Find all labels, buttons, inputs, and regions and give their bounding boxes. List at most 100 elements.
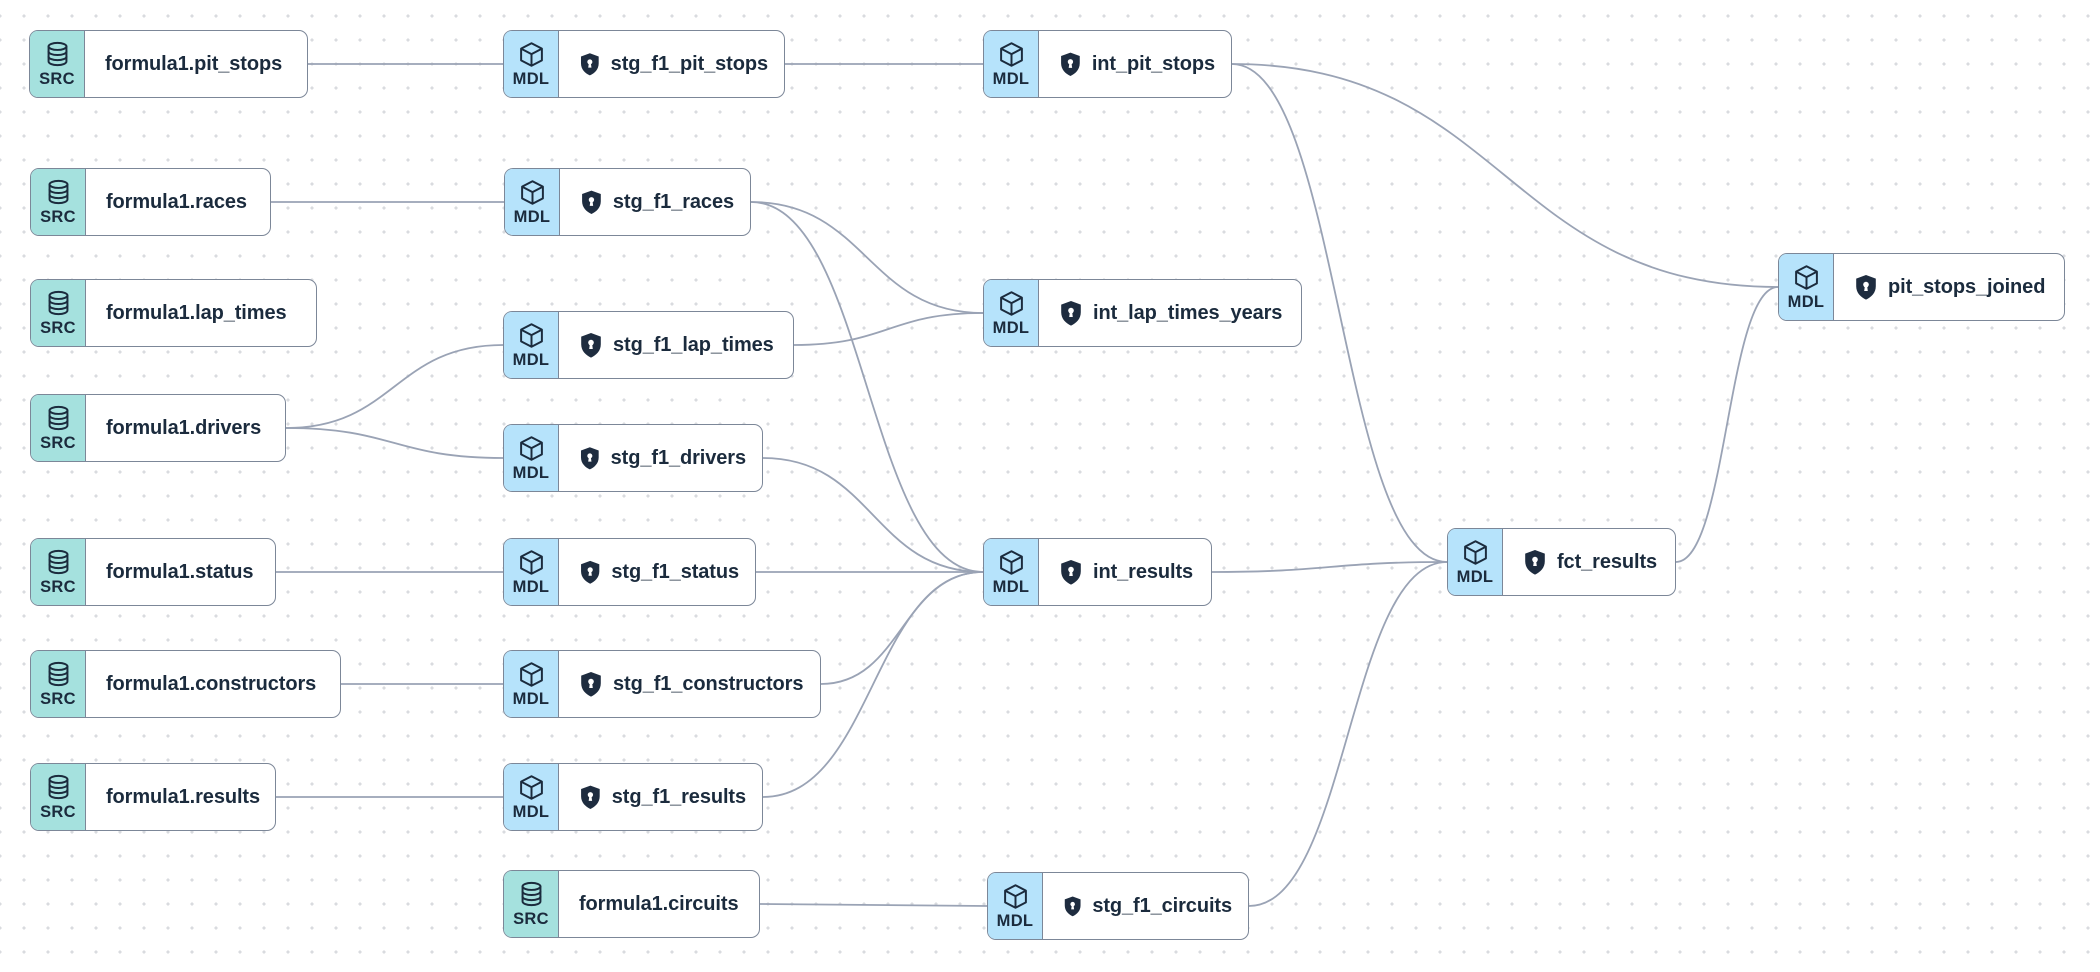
node-label: formula1.pit_stops [105,52,283,75]
lineage-node-src-drivers[interactable]: SRC formula1.drivers [30,394,286,462]
node-label: stg_f1_lap_times [613,333,774,356]
badge-caption: SRC [40,433,76,452]
node-label-area: formula1.drivers [86,395,285,461]
edge-src_drivers-to-stg_lap_times [285,344,504,429]
badge-caption: SRC [40,207,76,226]
lineage-node-int-results[interactable]: MDL int_results [983,538,1212,606]
database-icon [48,549,68,574]
model-badge: MDL [504,312,559,378]
cube-icon [1463,540,1487,565]
lineage-node-stg-pit-stops[interactable]: MDL stg_f1_pit_stops [503,30,785,98]
badge-caption: MDL [996,911,1034,930]
cube-icon [519,775,543,800]
node-label: stg_f1_pit_stops [610,52,768,75]
edge-stg_races-to-int_results [750,201,984,573]
source-badge: SRC [31,539,86,605]
node-label: formula1.drivers [106,416,262,439]
node-label-area: stg_f1_status [559,539,755,605]
node-label: stg_f1_drivers [610,446,746,469]
node-label-area: formula1.lap_times [86,280,316,346]
shield-lock-icon [1061,559,1081,585]
node-label: formula1.results [106,785,261,808]
badge-caption: SRC [39,69,75,88]
source-badge: SRC [31,651,86,717]
cube-icon [999,550,1023,575]
lineage-node-stg-races[interactable]: MDL stg_f1_races [504,168,751,236]
node-label: formula1.circuits [579,892,739,915]
edge-stg_circuits-to-fct_results [1248,561,1448,907]
node-label-area: stg_f1_constructors [559,651,820,717]
badge-caption: MDL [512,350,550,369]
lineage-node-src-races[interactable]: SRC formula1.races [30,168,271,236]
lineage-node-src-status[interactable]: SRC formula1.status [30,538,276,606]
database-icon [48,774,68,799]
shield-lock-icon [1525,549,1545,575]
lineage-node-stg-constructors[interactable]: MDL stg_f1_constructors [503,650,821,718]
shield-lock-icon [581,560,600,584]
edge-stg_results-to-int_results [762,571,984,798]
node-label-area: stg_f1_results [559,764,762,830]
cube-icon [519,662,543,687]
shield-lock-icon [581,785,600,809]
source-badge: SRC [30,31,85,97]
node-label: int_results [1093,560,1194,583]
edge-src_drivers-to-stg_drivers [285,427,504,459]
shield-lock-icon [581,671,601,697]
database-icon [47,41,67,66]
badge-caption: MDL [512,802,550,821]
badge-caption: MDL [513,207,551,226]
shield-lock-icon [580,446,599,469]
badge-caption: MDL [512,69,550,88]
node-label: fct_results [1557,550,1658,573]
shield-lock-icon [1061,52,1080,76]
node-label: int_lap_times_years [1093,301,1283,324]
database-icon [48,179,68,204]
model-badge: MDL [988,873,1043,939]
cube-icon [999,42,1023,67]
model-badge: MDL [504,539,559,605]
database-icon [48,405,68,430]
lineage-node-stg-results[interactable]: MDL stg_f1_results [503,763,763,831]
shield-lock-icon [1856,274,1876,300]
cube-icon [520,180,544,205]
lineage-node-src-results[interactable]: SRC formula1.results [30,763,276,831]
edge-fct_results-to-pit_stops_joined [1675,286,1779,563]
lineage-node-src-pit-stops[interactable]: SRC formula1.pit_stops [29,30,308,98]
shield-lock-icon [580,52,599,75]
edge-stg_drivers-to-int_results [762,457,984,573]
model-badge: MDL [984,31,1039,97]
database-icon [48,290,68,315]
lineage-node-int-lap-times-years[interactable]: MDL int_lap_times_years [983,279,1302,347]
node-label: pit_stops_joined [1888,275,2046,298]
node-label: formula1.status [106,560,254,583]
node-label-area: formula1.races [86,169,270,235]
lineage-node-stg-lap-times[interactable]: MDL stg_f1_lap_times [503,311,794,379]
shield-lock-icon [1064,895,1081,916]
badge-caption: SRC [40,577,76,596]
badge-caption: SRC [40,802,76,821]
badge-caption: MDL [992,577,1030,596]
edge-int_pit_stops-to-fct_results [1231,63,1448,563]
node-label-area: formula1.circuits [559,871,759,937]
cube-icon [999,291,1023,316]
node-label: stg_f1_races [612,190,734,213]
node-label-area: formula1.pit_stops [85,31,307,97]
node-label: stg_f1_circuits [1092,894,1232,917]
lineage-node-stg-drivers[interactable]: MDL stg_f1_drivers [503,424,763,492]
node-label-area: stg_f1_races [560,169,750,235]
model-badge: MDL [504,425,559,491]
badge-caption: MDL [512,689,550,708]
cube-icon [1794,265,1818,290]
source-badge: SRC [31,280,86,346]
lineage-node-stg-circuits[interactable]: MDL stg_f1_circuits [987,872,1249,940]
badge-caption: MDL [992,318,1030,337]
edge-int_results-to-fct_results [1211,561,1448,573]
